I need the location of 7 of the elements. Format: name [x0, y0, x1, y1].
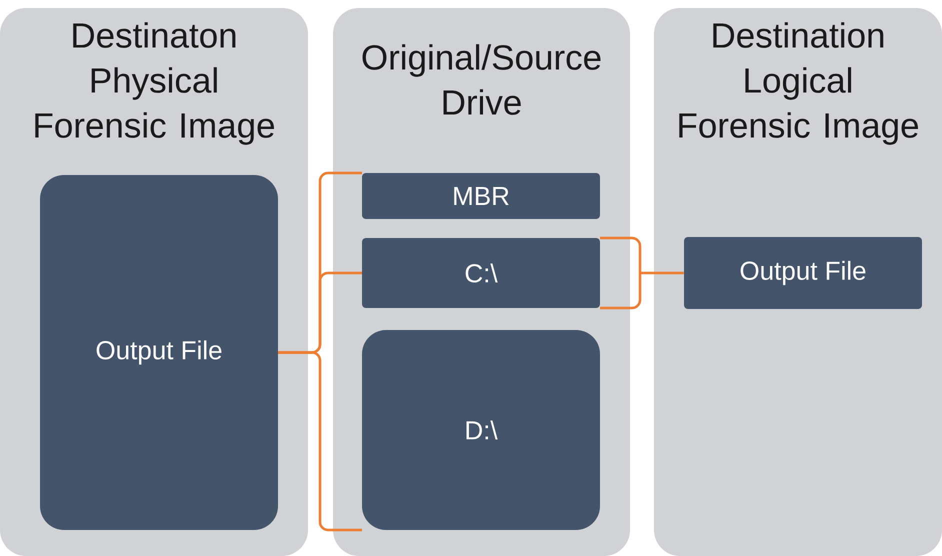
drive-box: C:\ — [362, 238, 600, 308]
drive-box: MBR — [362, 173, 600, 219]
drive-box: D:\ — [362, 330, 600, 530]
bracket-connector — [598, 236, 686, 310]
bracket-connector — [278, 351, 362, 532]
drive-box: Output File — [684, 237, 922, 309]
drive-box: Output File — [40, 175, 278, 530]
